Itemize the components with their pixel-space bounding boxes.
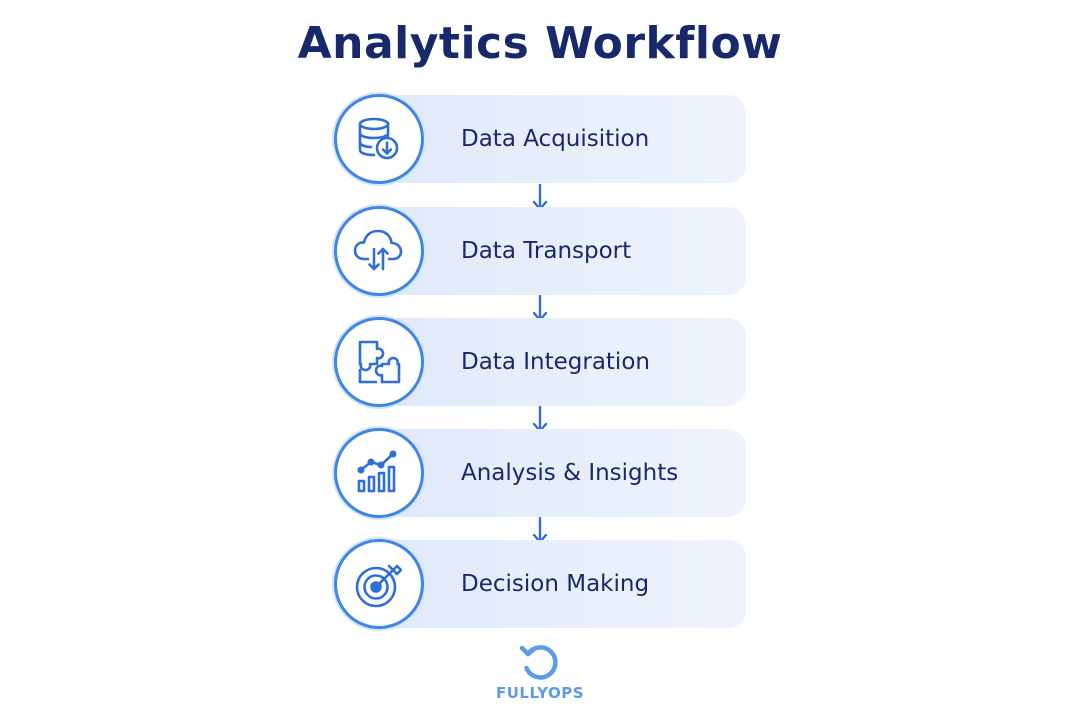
- database-download-icon: [358, 117, 399, 160]
- target-arrow-icon: [355, 564, 403, 608]
- step-data-integration: Data Integration: [334, 317, 746, 407]
- cloud-transfer-icon: [353, 229, 403, 271]
- step-pill: [374, 429, 746, 517]
- step-data-acquisition: Data Acquisition: [334, 94, 746, 184]
- step-label: Data Integration: [461, 349, 650, 375]
- step-icon-circle: [334, 317, 424, 407]
- logo: FULLYOPS: [490, 640, 590, 710]
- step-pill: [374, 318, 746, 406]
- step-pill: [374, 207, 746, 295]
- step-icon-circle: [334, 206, 424, 296]
- step-icon-circle: [334, 539, 424, 629]
- step-pill: [374, 95, 746, 183]
- step-label: Data Transport: [461, 238, 632, 264]
- logo-text: FULLYOPS: [495, 684, 585, 702]
- step-icon-circle: [334, 94, 424, 184]
- step-pill: [374, 540, 746, 628]
- refresh-logo-icon: [519, 645, 558, 680]
- step-analysis-insights: Analysis & Insights: [334, 428, 746, 518]
- step-label: Decision Making: [461, 571, 650, 597]
- step-data-transport: Data Transport: [334, 206, 746, 296]
- step-decision-making: Decision Making: [334, 539, 746, 629]
- step-icon-circle: [334, 428, 424, 518]
- puzzle-icon: [358, 340, 401, 384]
- page-title: Analytics Workflow: [297, 18, 783, 69]
- step-label: Data Acquisition: [461, 126, 650, 152]
- chart-analytics-icon: [357, 450, 397, 493]
- step-label: Analysis & Insights: [461, 460, 679, 486]
